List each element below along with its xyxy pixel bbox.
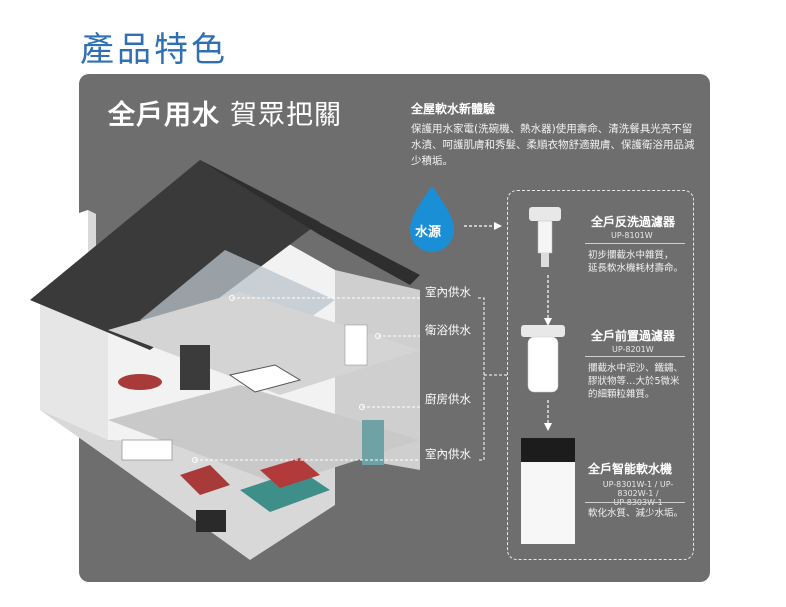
product-1-model: UP-8101W <box>611 231 653 240</box>
prefilter-image <box>521 325 565 393</box>
feature-body: 保護用水家電(洗碗機、熱水器)使用壽命、清洗餐具光亮不留水漬、呵護肌膚和秀髮、柔… <box>411 123 695 167</box>
product-box <box>507 190 694 560</box>
product-2-desc-line: 膠狀物等…大於5微米 <box>588 376 680 387</box>
page-title: 產品特色 <box>80 30 228 70</box>
product-3-model-line: UP-8301W-1 / UP-8302W-1 / <box>602 480 674 498</box>
sofa <box>260 458 320 488</box>
supply-label-indoor-lower: 室內供水 <box>425 447 471 461</box>
product-2-name: 全戶前置過濾器 <box>591 329 676 343</box>
hero-title: 全戶用水 <box>108 100 220 131</box>
wardrobe <box>180 345 210 390</box>
water-source-label: 水源 <box>415 225 442 240</box>
product-3-name: 全戶智能軟水機 <box>588 462 673 476</box>
product-1-desc-line: 初步攔截水中雜質， <box>588 250 674 261</box>
tv <box>196 510 226 532</box>
hero-heading: 全戶用水賀眾把關 <box>108 93 342 132</box>
bathroom-wall <box>344 324 368 366</box>
round-rug <box>118 374 162 390</box>
product-1-desc-line: 延長軟水機耗材壽命。 <box>588 263 684 274</box>
product-2-desc: 攔截水中泥沙、鐵鏽、 膠狀物等…大於5微米 的細顆粒雜質。 <box>588 362 683 401</box>
product-3-desc: 軟化水質、減少水垢。 <box>588 507 683 520</box>
supply-label-indoor-upper: 室內供水 <box>425 285 471 299</box>
product-3-desc-line: 軟化水質、減少水垢。 <box>588 508 684 519</box>
fridge <box>362 420 384 465</box>
roof <box>30 160 320 350</box>
softener-image <box>521 438 575 544</box>
product-1-desc: 初步攔截水中雜質， 延長軟水機耗材壽命。 <box>588 249 683 275</box>
upper-floor <box>108 292 420 395</box>
armchair <box>180 465 230 495</box>
product-2-desc-line: 的細顆粒雜質。 <box>588 389 655 400</box>
product-3-divider <box>585 502 685 503</box>
rug <box>240 470 330 512</box>
feature-title: 全屋軟水新體驗 <box>411 102 496 116</box>
backwash-filter-image <box>529 207 561 267</box>
product-1-name: 全戶反洗過濾器 <box>591 215 676 229</box>
dining-table <box>121 439 173 461</box>
product-2-divider <box>585 356 685 357</box>
supply-label-kitchen: 廚房供水 <box>425 392 471 406</box>
product-2-desc-line: 攔截水中泥沙、鐵鏽、 <box>588 363 684 374</box>
bed <box>228 364 302 393</box>
product-2-model: UP-8201W <box>612 345 654 354</box>
supply-label-bathroom: 衛浴供水 <box>425 323 471 337</box>
hero-subtitle: 賀眾把關 <box>230 100 342 131</box>
product-1-divider <box>585 243 685 244</box>
